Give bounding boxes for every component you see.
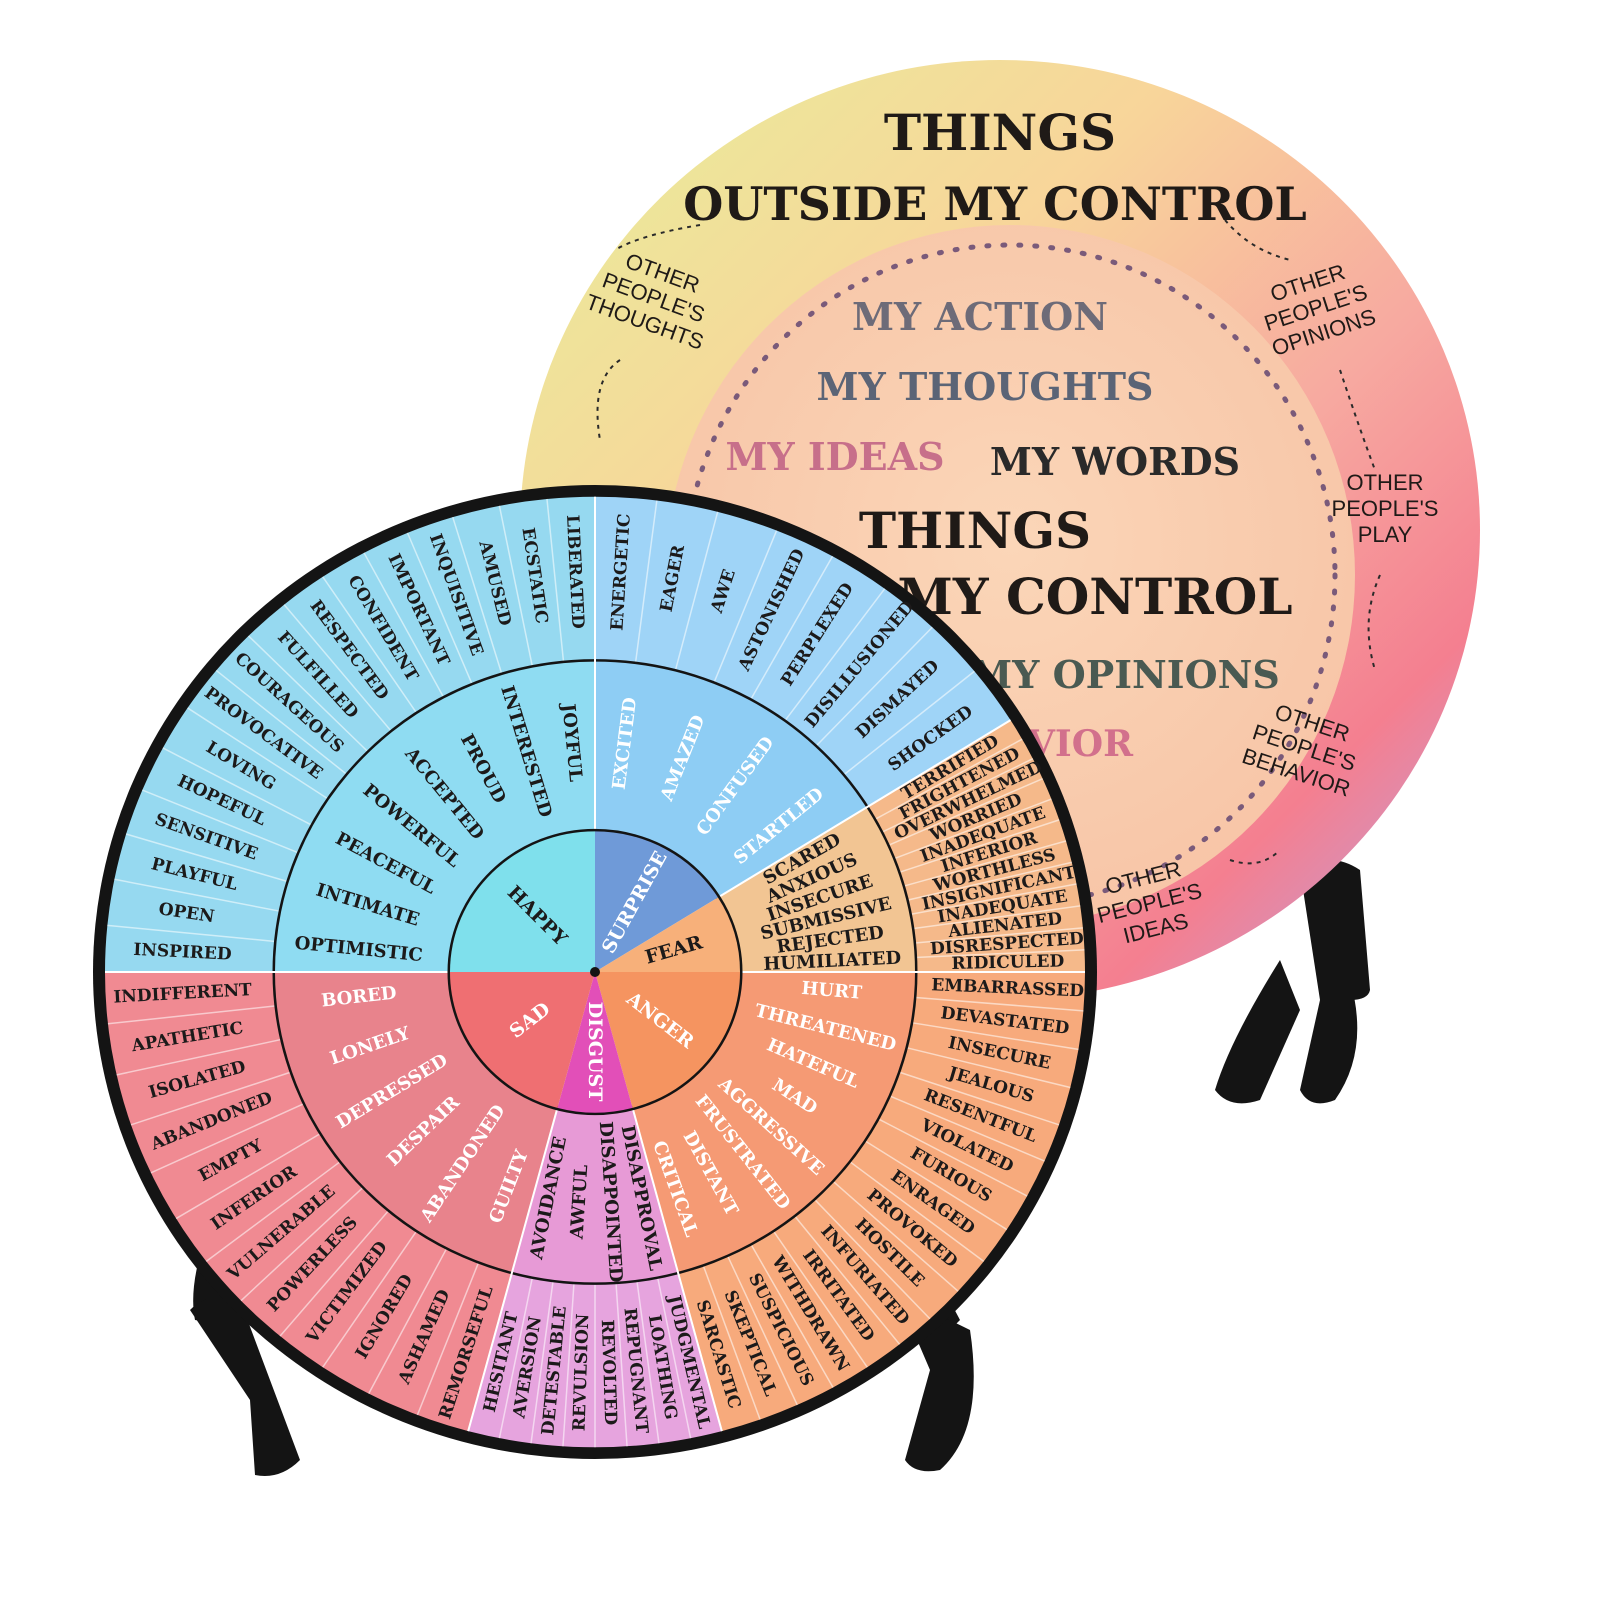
core-happy <box>450 831 595 972</box>
core-sad <box>450 972 595 1108</box>
middle-ring-anger <box>632 972 915 1272</box>
leader-line <box>596 359 621 441</box>
inner-item-my-thoughts: MY THOUGHTS <box>817 364 1154 409</box>
back-title-line1: THINGS <box>884 103 1116 162</box>
outer-item-label: OTHERPEOPLE'STHOUGHTS <box>583 240 725 355</box>
inner-title-line2: MY CONTROL <box>898 567 1293 626</box>
back-stand <box>1215 860 1370 1104</box>
core-fear <box>595 897 740 972</box>
outer-feeling-label: REVULSION <box>570 1313 594 1431</box>
outer-items: OTHERPEOPLE'STHOUGHTSOTHERPEOPLE'SOPINIO… <box>583 240 1439 948</box>
middle-feeling-label: AWFUL <box>566 1164 592 1241</box>
outer-feeling-label: INSPIRED <box>133 940 232 965</box>
leader-line <box>614 224 701 251</box>
outer-ring-anger <box>677 972 1085 1432</box>
middle-ring-surprise <box>595 661 867 898</box>
inner-item-my-opinions: MY OPINIONS <box>970 652 1280 697</box>
outer-ring-surprise <box>595 496 1011 808</box>
middle-ring-fear <box>717 807 915 972</box>
inner-item-my-words: MY WORDS <box>990 439 1240 484</box>
leader-line <box>1367 574 1381 671</box>
core-surprise <box>595 831 718 972</box>
outer-feeling-label: RIDICULED <box>951 951 1064 974</box>
inner-item-my-ideas: MY IDEAS <box>725 434 944 479</box>
center-pin <box>590 967 600 977</box>
leader-line <box>1229 849 1281 865</box>
inner-item-my-action: MY ACTION <box>852 294 1108 339</box>
middle-ring-happy <box>275 661 595 972</box>
middle-ring-disgust <box>512 1107 678 1283</box>
core-disgust <box>557 972 633 1113</box>
middle-feeling-label: HURT <box>801 978 864 1004</box>
leader-line <box>1224 219 1291 261</box>
core-label-disgust: DISGUST <box>584 1002 606 1102</box>
outer-ring-fear <box>866 720 1085 972</box>
outer-feeling-label: REVOLTED <box>597 1319 620 1426</box>
inner-title-line1: THINGS <box>859 501 1091 560</box>
back-title-line2: OUTSIDE MY CONTROL <box>683 177 1307 231</box>
middle-ring-sad <box>275 972 558 1272</box>
core-anger <box>595 972 740 1108</box>
leader-line <box>1339 369 1376 471</box>
